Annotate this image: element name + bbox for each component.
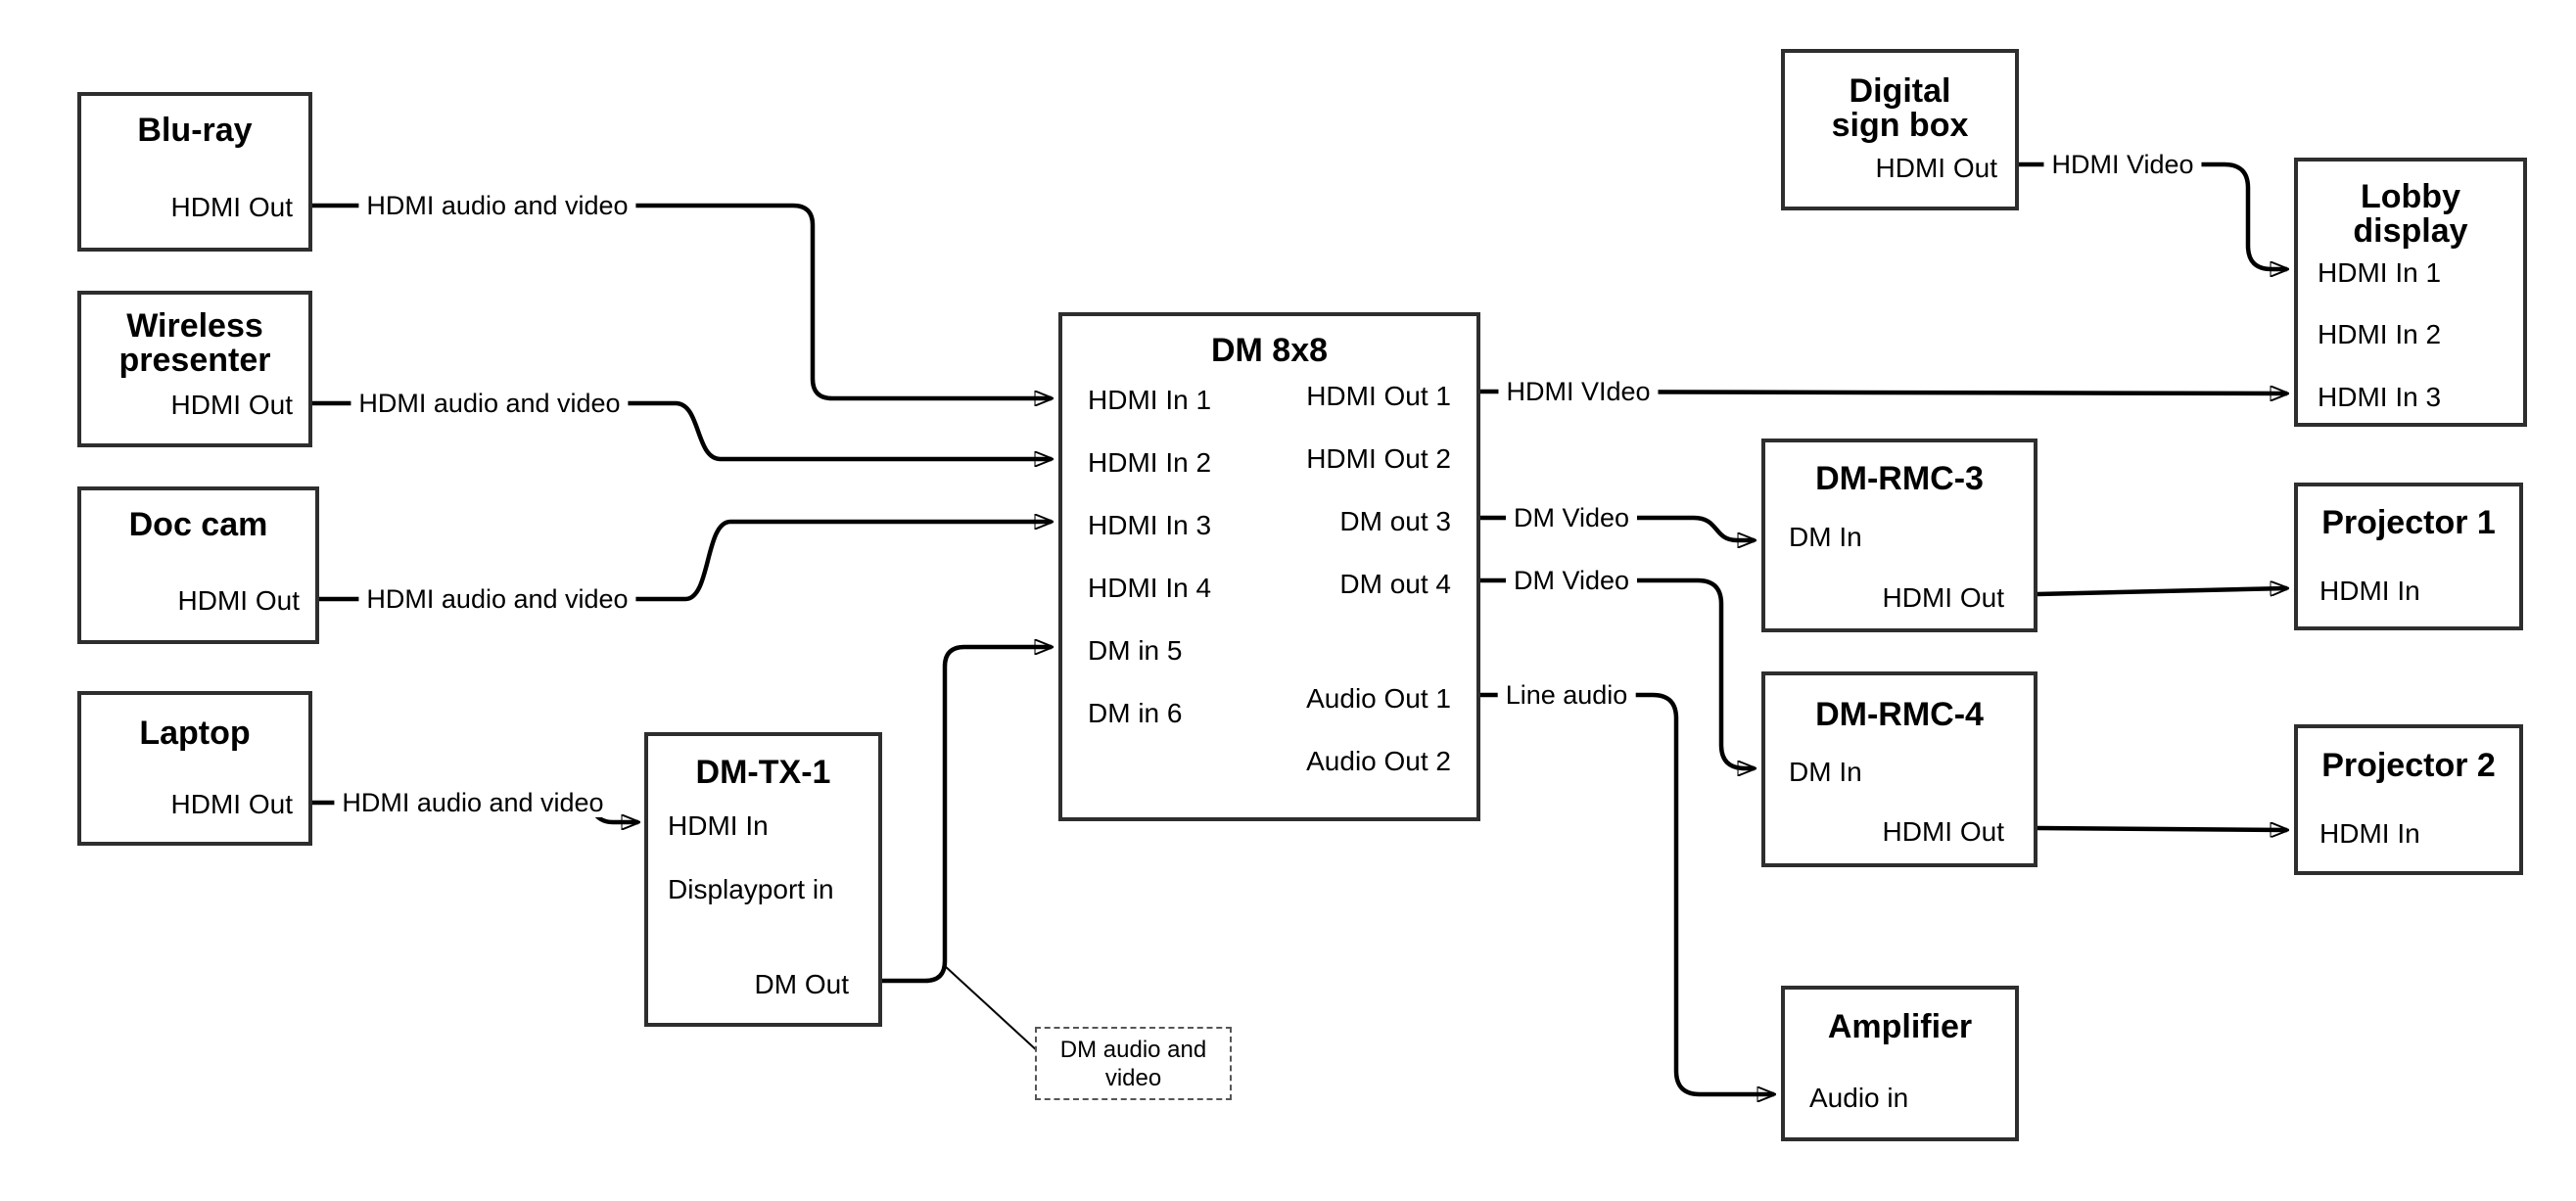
port-doccam-hdmi-out: HDMI Out	[177, 585, 300, 616]
port-dm8x8-audio-out-2: Audio Out 2	[1306, 746, 1451, 776]
port-dmtx1-dm-out: DM Out	[754, 969, 849, 999]
node-rmc3-title: DM-RMC-3	[1815, 460, 1984, 497]
port-amp-audio-in: Audio in	[1809, 1083, 1909, 1113]
node-dm-rmc-3: DM-RMC-3 DM In HDMI Out	[1761, 439, 2037, 632]
node-sign-title: Digital sign box	[1831, 72, 1969, 144]
port-dm8x8-dm-in-5: DM in 5	[1088, 635, 1183, 666]
port-bluray-hdmi-out: HDMI Out	[170, 192, 293, 222]
node-projector-2: Projector 2 HDMI In	[2294, 724, 2523, 875]
node-bluray: Blu-ray HDMI Out	[77, 92, 312, 252]
node-lobby-title: Lobby display	[2353, 178, 2468, 250]
node-proj2-title: Projector 2	[2321, 747, 2496, 784]
port-dm8x8-dm-out-3: DM out 3	[1339, 506, 1451, 536]
port-laptop-hdmi-out: HDMI Out	[170, 789, 293, 819]
port-dm8x8-hdmi-in-1: HDMI In 1	[1088, 385, 1212, 415]
port-dm8x8-hdmi-out-2: HDMI Out 2	[1306, 443, 1451, 474]
port-rmc3-hdmi-out: HDMI Out	[1882, 582, 2004, 613]
wire-label-hdmi-video-out1: HDMI VIdeo	[1498, 377, 1659, 406]
port-dm8x8-dm-out-4: DM out 4	[1339, 569, 1451, 599]
wire-dmtx1-dmout-to-dm8x8-dm-in-5	[882, 647, 1052, 984]
node-amplifier: Amplifier Audio in	[1781, 986, 2019, 1141]
node-bluray-title: Blu-ray	[137, 112, 253, 149]
port-lobby-hdmi-in-2: HDMI In 2	[2318, 319, 2442, 349]
wire-wireless-to-dm8x8-hdmi-in-2	[312, 400, 1052, 459]
wire-label-doccam: HDMI audio and video	[358, 584, 636, 614]
node-dm-rmc-4: DM-RMC-4 DM In HDMI Out	[1761, 671, 2037, 867]
port-wireless-hdmi-out: HDMI Out	[170, 390, 293, 420]
wire-label-laptop: HDMI audio and video	[334, 788, 612, 817]
node-digital-sign-box: Digital sign box HDMI Out	[1781, 49, 2019, 210]
port-dm8x8-dm-in-6: DM in 6	[1088, 698, 1183, 728]
node-lobby-display: Lobby display HDMI In 1 HDMI In 2 HDMI I…	[2294, 158, 2527, 427]
port-rmc4-dm-in: DM In	[1789, 757, 1862, 787]
wire-label-bluray: HDMI audio and video	[358, 191, 636, 220]
wire-label-hdmi-video-sign: HDMI Video	[2043, 150, 2202, 179]
port-dm8x8-hdmi-in-3: HDMI In 3	[1088, 510, 1212, 540]
node-dm-tx-1: DM-TX-1 HDMI In Displayport in DM Out	[644, 732, 882, 1027]
node-rmc4-title: DM-RMC-4	[1815, 696, 1984, 733]
port-dmtx1-hdmi-in: HDMI In	[668, 810, 769, 841]
port-dmtx1-displayport-in: Displayport in	[668, 874, 834, 904]
wire-sign-to-lobby-hdmi-in-1	[2019, 162, 2287, 269]
node-wireless-title: Wireless presenter	[118, 307, 271, 379]
wire-label-wireless: HDMI audio and video	[351, 389, 629, 418]
node-dm8x8-title: DM 8x8	[1210, 332, 1329, 369]
node-proj1-title: Projector 1	[2321, 504, 2496, 541]
wire-label-dm-video-4: DM Video	[1505, 566, 1638, 595]
port-rmc3-dm-in: DM In	[1789, 522, 1862, 552]
node-doccam-title: Doc cam	[128, 506, 268, 543]
node-dm-8x8: DM 8x8 HDMI In 1 HDMI In 2 HDMI In 3 HDM…	[1058, 312, 1480, 821]
port-lobby-hdmi-in-1: HDMI In 1	[2318, 257, 2442, 288]
port-dm8x8-hdmi-in-4: HDMI In 4	[1088, 573, 1212, 603]
note-text: DM audio and video	[1059, 1036, 1207, 1091]
wire-dm8x8-dm-out-3-to-rmc3-dm-in	[1480, 515, 1755, 540]
node-amp-title: Amplifier	[1827, 1008, 1973, 1045]
port-proj2-hdmi-in: HDMI In	[2319, 818, 2420, 849]
port-proj1-hdmi-in: HDMI In	[2319, 576, 2420, 606]
node-doc-cam: Doc cam HDMI Out	[77, 486, 319, 644]
wire-label-line-audio: Line audio	[1497, 680, 1636, 710]
node-laptop: Laptop HDMI Out	[77, 691, 312, 846]
wire-dm8x8-dm-out-4-to-rmc4-dm-in	[1480, 577, 1755, 768]
node-projector-1: Projector 1 HDMI In	[2294, 483, 2523, 630]
port-lobby-hdmi-in-3: HDMI In 3	[2318, 382, 2442, 412]
node-dmtx1-title: DM-TX-1	[695, 754, 831, 791]
node-laptop-title: Laptop	[139, 715, 251, 752]
node-wireless-presenter: Wireless presenter HDMI Out	[77, 291, 312, 447]
wire-bluray-to-dm8x8-hdmi-in-1	[312, 203, 1052, 398]
wire-label-dm-video-3: DM Video	[1505, 503, 1638, 532]
port-dm8x8-hdmi-in-2: HDMI In 2	[1088, 447, 1212, 478]
wire-dm8x8-audio-out-1-to-amplifier	[1480, 692, 1774, 1094]
port-sign-hdmi-out: HDMI Out	[1875, 153, 1997, 183]
wire-doccam-to-dm8x8-hdmi-in-3	[319, 522, 1052, 602]
port-dm8x8-audio-out-1: Audio Out 1	[1306, 683, 1451, 714]
wire-rmc4-hdmi-out-to-projector2	[2037, 828, 2287, 830]
wire-rmc3-hdmi-out-to-projector1	[2037, 588, 2287, 594]
port-dm8x8-hdmi-out-1: HDMI Out 1	[1306, 381, 1451, 411]
note-dm-audio-and-video: DM audio and video	[1035, 1027, 1232, 1100]
port-rmc4-hdmi-out: HDMI Out	[1882, 816, 2004, 847]
